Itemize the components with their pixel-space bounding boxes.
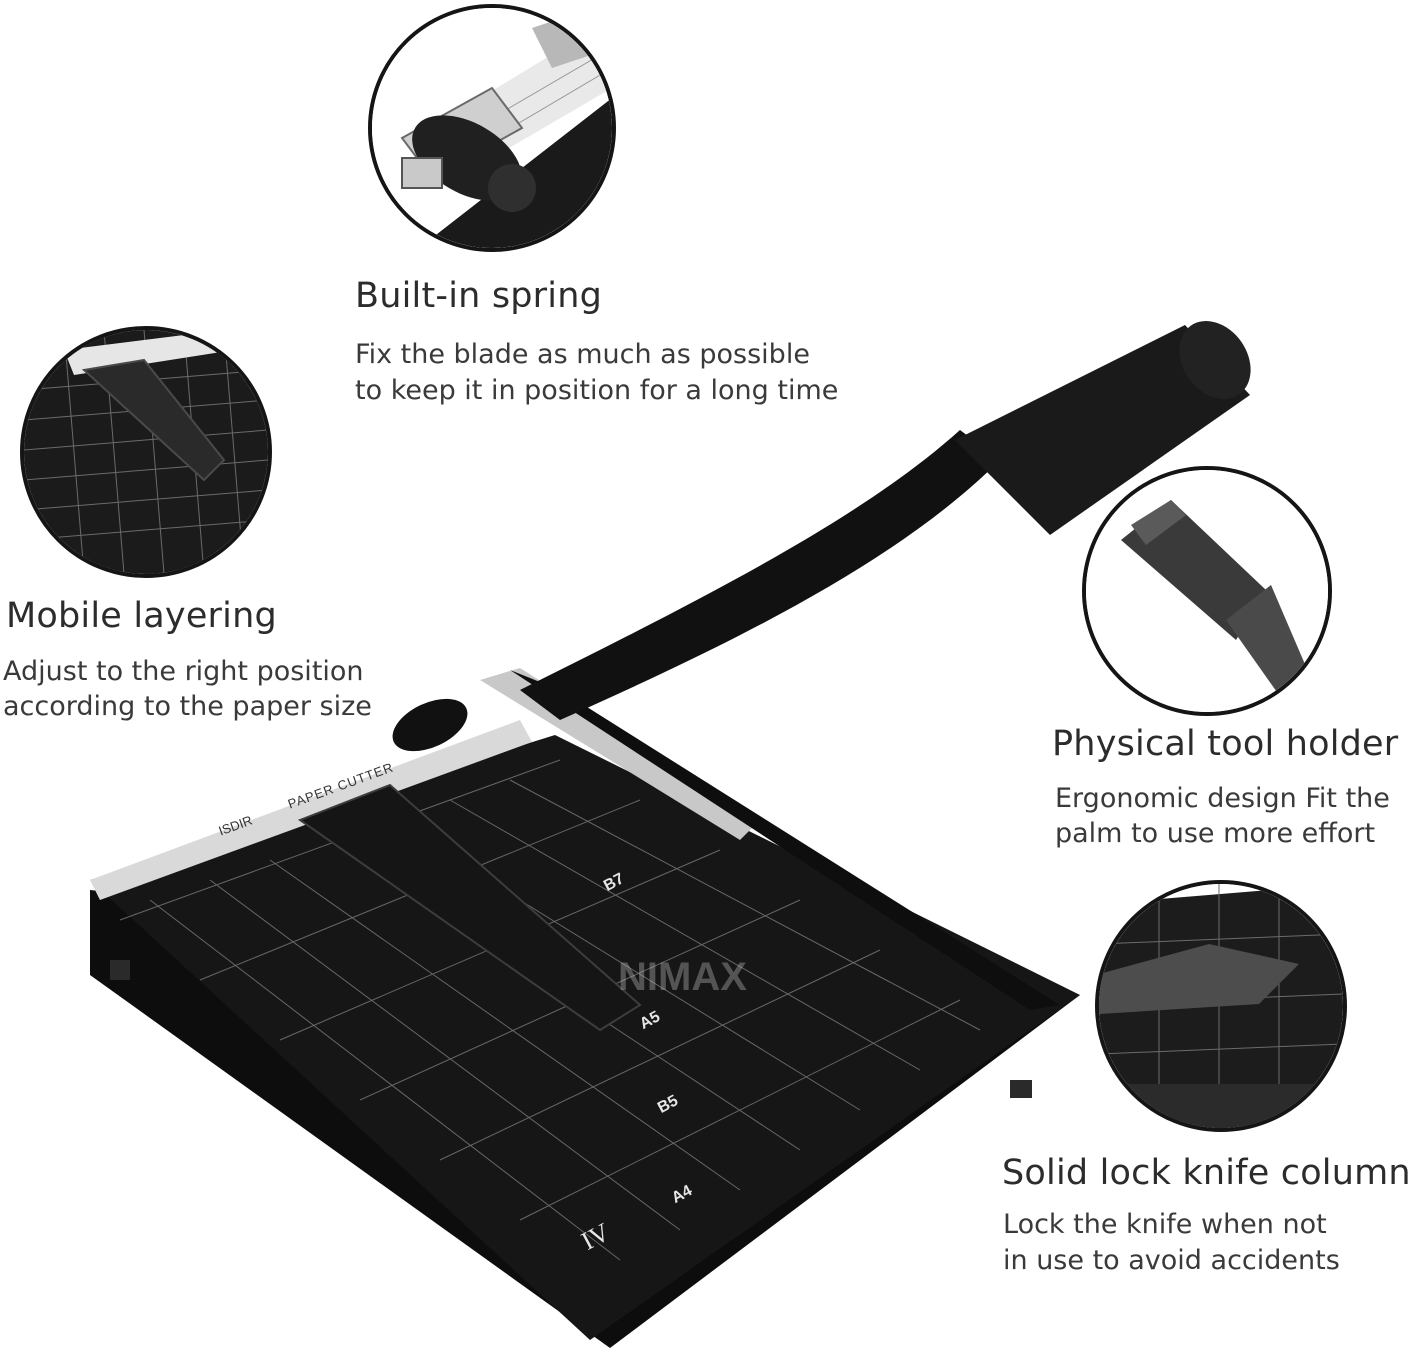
holder-desc-line1: Ergonomic design Fit the [1055, 783, 1390, 814]
watermark: NIMAX [618, 955, 747, 999]
lock-desc-line2: in use to avoid accidents [1003, 1245, 1340, 1276]
holder-detail-image [1082, 466, 1332, 716]
lock-desc-line1: Lock the knife when not [1003, 1209, 1327, 1240]
layering-title: Mobile layering [6, 596, 277, 636]
paper-cutter-label: PAPER CUTTER [285, 759, 396, 812]
spring-title: Built-in spring [355, 276, 602, 316]
layering-desc-line1: Adjust to the right position [3, 656, 364, 687]
spring-detail-image [368, 4, 616, 252]
lock-title: Solid lock knife column [1002, 1153, 1411, 1193]
size-label-a4: A4 [668, 1182, 696, 1207]
lock-detail-image [1095, 880, 1347, 1132]
holder-desc-line2: palm to use more effort [1055, 818, 1376, 849]
layering-detail-image [20, 326, 272, 578]
holder-title: Physical tool holder [1052, 724, 1399, 764]
spring-desc-line1: Fix the blade as much as possible [355, 339, 810, 370]
size-label-b7: B7 [600, 870, 628, 895]
layering-desc-line2: according to the paper size [3, 691, 372, 722]
roman-numeral-label: IV [576, 1217, 615, 1256]
spring-desc-line2: to keep it in position for a long time [355, 375, 839, 406]
brand-label: ISDIR [216, 812, 255, 839]
size-label-a5: A5 [636, 1008, 664, 1033]
size-label-b5: B5 [654, 1092, 682, 1117]
